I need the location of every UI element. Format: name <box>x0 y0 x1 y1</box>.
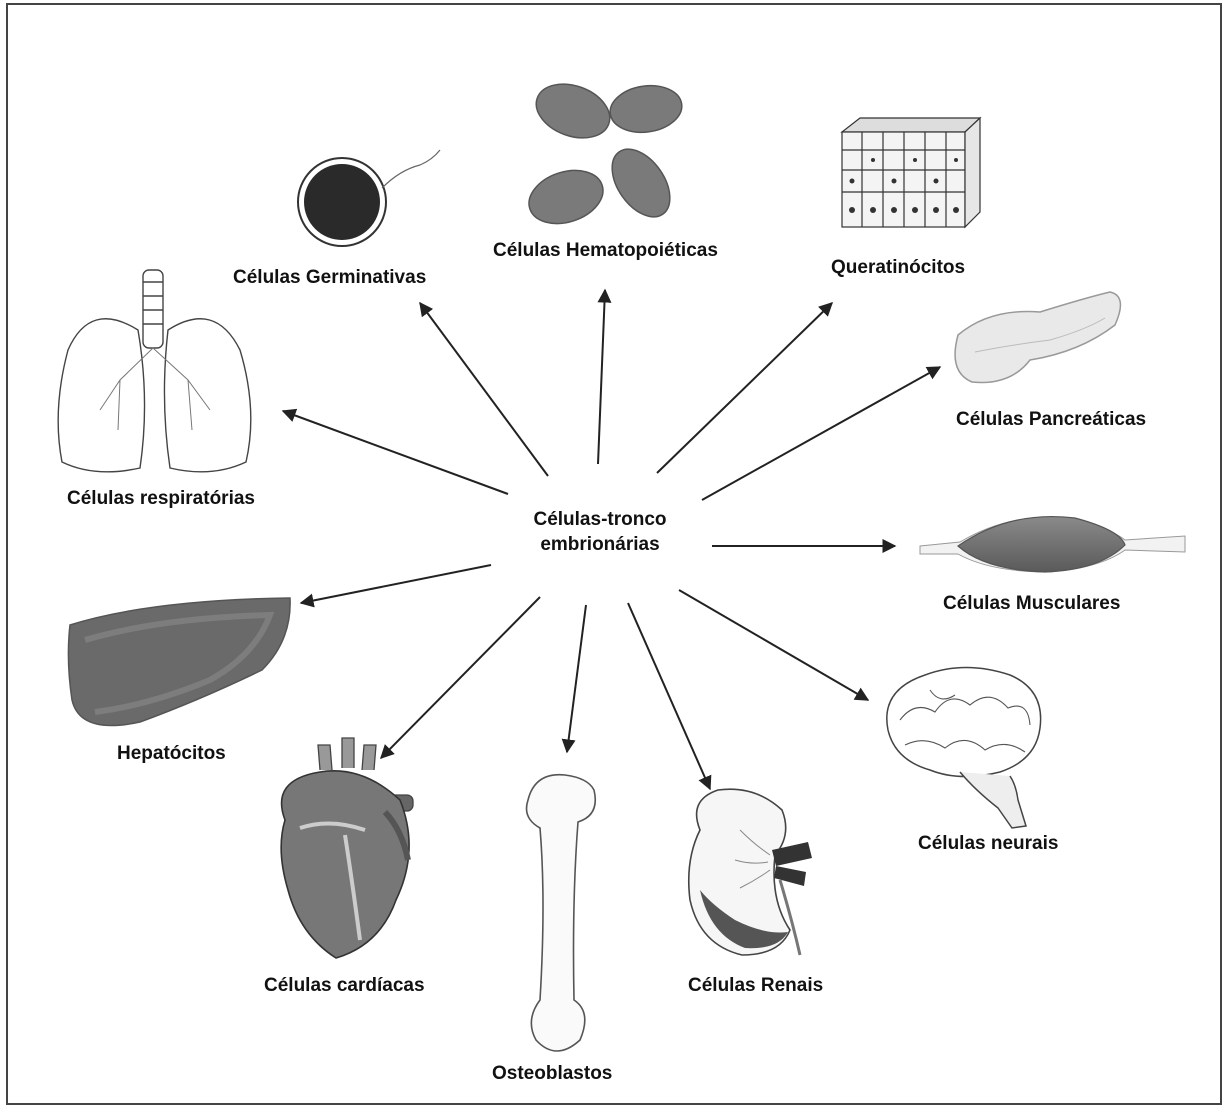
pancreas-illustration <box>955 292 1120 383</box>
center-label-line2: embrionárias <box>490 533 710 558</box>
arrow-osteoblastos <box>567 605 586 752</box>
label-hematopoieticas: Células Hematopoiéticas <box>493 239 718 263</box>
label-hepatocitos: Hepatócitos <box>117 742 226 766</box>
brain-illustration <box>887 668 1041 829</box>
arrow-cardiacas <box>381 597 540 758</box>
arrow-germinativas <box>420 303 548 476</box>
center-label-line1: Células-tronco <box>490 508 710 533</box>
label-neurais: Células neurais <box>918 832 1058 856</box>
label-renais: Células Renais <box>688 974 823 998</box>
center-label: Células-tronco embrionárias <box>490 508 710 557</box>
label-queratinocitos: Queratinócitos <box>831 256 965 280</box>
liver-illustration <box>68 598 290 726</box>
arrow-pancreaticas <box>702 367 940 500</box>
arrow-neurais <box>679 590 868 700</box>
arrow-hepatocitos <box>301 565 491 603</box>
bone-illustration <box>527 775 596 1051</box>
blood-cells-illustration <box>522 75 685 233</box>
muscle-illustration <box>920 517 1185 572</box>
lungs-illustration <box>58 270 251 472</box>
arrow-hematopoieticas <box>598 290 605 464</box>
germ-cell-illustration <box>298 150 440 246</box>
label-germinativas: Células Germinativas <box>233 266 426 290</box>
label-osteoblastos: Osteoblastos <box>492 1062 612 1086</box>
label-pancreaticas: Células Pancreáticas <box>956 408 1146 432</box>
heart-illustration <box>281 738 413 958</box>
label-cardiacas: Células cardíacas <box>264 974 425 998</box>
arrow-renais <box>628 603 710 789</box>
arrow-respiratorias <box>283 411 508 494</box>
label-musculares: Células Musculares <box>943 592 1120 616</box>
label-respiratorias: Células respiratórias <box>67 487 255 511</box>
kidney-illustration <box>689 789 812 955</box>
arrow-queratinocitos <box>657 303 832 473</box>
keratinocyte-illustration <box>842 118 980 227</box>
